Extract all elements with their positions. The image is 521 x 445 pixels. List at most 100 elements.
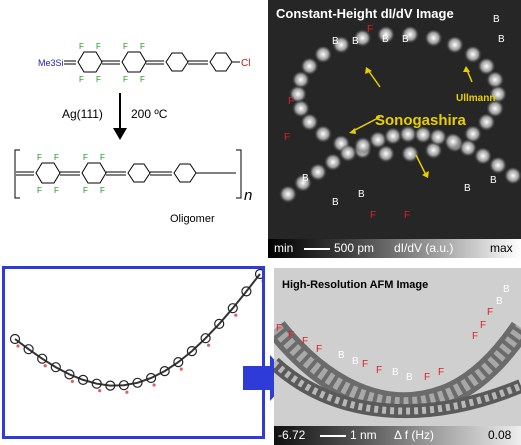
- ullmann-label: Ullmann: [456, 93, 495, 104]
- fluorine-atom: [70, 379, 74, 383]
- f-label: F: [362, 359, 368, 370]
- temperature-label: 200 ºC: [131, 107, 168, 121]
- phenyl-ring: [9, 333, 21, 345]
- stm-molecule-bead: [294, 174, 312, 193]
- scalebar-unit: dI/dV (a.u.): [394, 241, 454, 255]
- f-label: F: [100, 153, 105, 162]
- phenyl-ring: [214, 318, 225, 330]
- monomer-structure: [64, 51, 240, 73]
- scalebar-line: [320, 435, 346, 437]
- phenyl-ring: [241, 286, 252, 297]
- oligomer-fluorine-labels: F F F F F F F F: [37, 153, 105, 195]
- phenyl-ring: [37, 353, 48, 364]
- f-label: F: [288, 96, 294, 107]
- f-label: F: [367, 24, 373, 35]
- stm-molecule-bead: [291, 100, 310, 119]
- stm-molecule-bead: [401, 26, 420, 45]
- scalebar-line: [304, 248, 330, 250]
- f-label: F: [376, 365, 382, 376]
- stm-molecule-bead: [353, 29, 372, 48]
- stm-molecule-bead: [477, 58, 496, 77]
- f-label: F: [54, 186, 59, 195]
- fluorine-atom: [16, 344, 20, 348]
- b-label: B: [332, 197, 339, 208]
- f-label: F: [83, 153, 88, 162]
- f-label: F: [140, 75, 145, 84]
- b-label: B: [406, 372, 413, 383]
- f-label: F: [96, 75, 101, 84]
- sonogashira-arrows: [352, 69, 473, 176]
- fluorine-atom: [43, 364, 47, 368]
- phenyl-ring: [50, 362, 61, 373]
- b-label: B: [496, 296, 503, 307]
- stm-molecule-bead: [463, 46, 482, 65]
- f-label: F: [472, 331, 478, 342]
- stm-f-labels: F F F F F: [284, 24, 410, 221]
- stm-image: Constant-Height dI/dV Image Sonogashira …: [268, 0, 521, 258]
- stm-molecule-bead: [339, 144, 357, 163]
- arrow-heads: [349, 66, 470, 178]
- stm-molecule-bead: [300, 113, 319, 132]
- stm-molecule-bead: [376, 145, 395, 164]
- stm-molecule-bead: [399, 126, 417, 145]
- f-label: F: [123, 42, 128, 51]
- stm-molecule-bead: [429, 128, 447, 147]
- stm-molecule-bead: [289, 86, 307, 104]
- scalebar-max: max: [490, 241, 513, 255]
- f-label: F: [96, 42, 101, 51]
- stm-molecule-chain: [279, 26, 521, 204]
- scalebar-length: 500 pm: [334, 241, 375, 255]
- reaction-scheme: Me3Si Cl F F F F F F F F Ag(111) 200 ºC: [0, 0, 268, 258]
- molecular-model-panel: [2, 266, 266, 439]
- b-label: B: [493, 14, 500, 25]
- f-label: F: [404, 210, 410, 221]
- stm-image-panel: Constant-Height dI/dV Image Sonogashira …: [268, 0, 521, 258]
- f-label: F: [424, 372, 430, 383]
- reaction-scheme-drawing: Me3Si Cl F F F F F F F F Ag(111) 200 ºC: [14, 42, 252, 225]
- phenyl-ring: [91, 378, 102, 389]
- afm-f-labels: F F F F F F F F F F F: [276, 307, 493, 383]
- b-label: B: [332, 36, 339, 47]
- f-label: F: [284, 132, 290, 143]
- cl-label: Cl: [241, 58, 250, 69]
- f-label: F: [302, 336, 308, 347]
- phenyl-ring: [132, 377, 143, 388]
- f-label: F: [123, 75, 128, 84]
- scalebar-length: 1 nm: [350, 428, 377, 442]
- scalebar-unit: Δ f (Hz): [394, 428, 435, 442]
- f-label: F: [54, 153, 59, 162]
- afm-image: High-Resolution AFM Image F F F F F F F …: [274, 268, 521, 445]
- phenyl-ring: [159, 365, 170, 377]
- tms-label: Me3Si: [38, 58, 64, 68]
- fluorine-atom: [125, 390, 129, 394]
- f-label: F: [100, 186, 105, 195]
- b-label: B: [338, 350, 345, 361]
- b-label: B: [358, 189, 365, 200]
- stm-b-labels: B B B B B B B B B B B: [302, 14, 505, 208]
- stm-molecule-bead: [489, 157, 507, 176]
- b-label: B: [498, 34, 505, 45]
- stm-molecule-bead: [504, 167, 521, 186]
- f-label: F: [79, 75, 84, 84]
- scalebar-min: min: [274, 241, 294, 255]
- stm-molecule-bead: [474, 147, 492, 166]
- b-label: B: [352, 356, 359, 367]
- scalebar-max: 0.08: [488, 428, 512, 442]
- phenyl-ring: [227, 303, 238, 314]
- stm-molecule-bead: [489, 86, 507, 104]
- stm-molecule-bead: [314, 46, 333, 65]
- phenyl-ring: [173, 356, 184, 368]
- stm-molecule-bead: [314, 125, 333, 144]
- molecular-model: [9, 268, 266, 394]
- f-label: F: [276, 323, 282, 334]
- arrow-head: [113, 128, 127, 140]
- stm-molecule-bead: [424, 29, 443, 48]
- stm-molecule-bead: [414, 126, 432, 145]
- stm-molecule-bead: [384, 127, 402, 146]
- b-label: B: [352, 36, 359, 47]
- product-label: Oligomer: [170, 213, 215, 225]
- stm-molecule-bead: [369, 131, 387, 150]
- fluorine-atom: [152, 383, 156, 387]
- b-label: B: [402, 34, 409, 45]
- f-label: F: [83, 186, 88, 195]
